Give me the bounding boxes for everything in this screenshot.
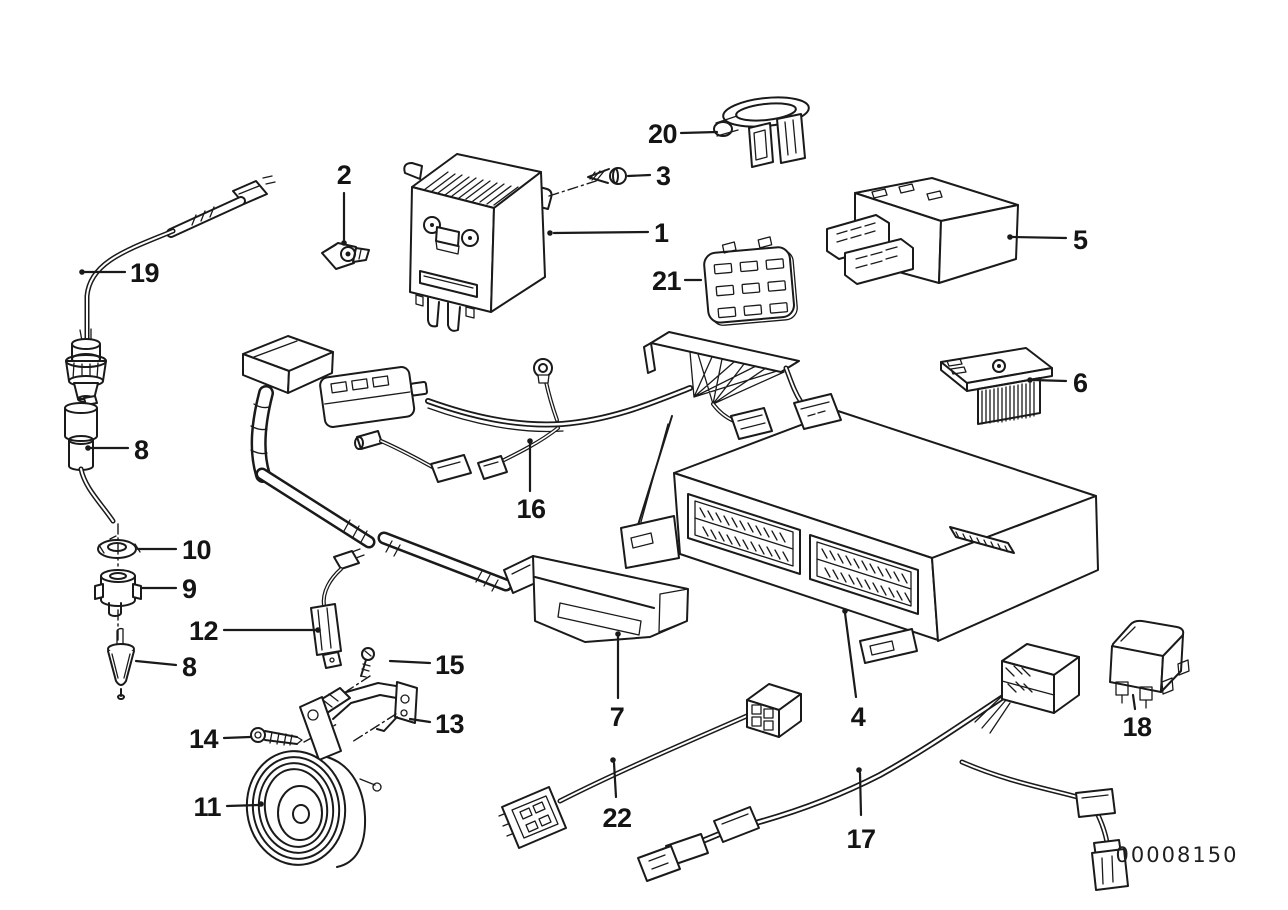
callout-label: 8 [134, 435, 149, 465]
callout-label: 20 [648, 119, 677, 149]
callout-20: 20 [648, 119, 719, 149]
part-17-harness [637, 643, 1129, 891]
part-21-grommet-plate [703, 236, 798, 326]
callout-3: 3 [626, 161, 672, 191]
callout-label: 12 [189, 616, 218, 646]
part-8-bulb [107, 627, 135, 700]
callout-17: 17 [846, 767, 876, 854]
callout-label: 22 [602, 803, 631, 833]
part-3-screw [587, 167, 627, 185]
part-12-inline-resistor [310, 548, 365, 669]
part-7-module [503, 555, 689, 643]
callout-label: 10 [182, 535, 211, 565]
part-4-control-unit-large [620, 410, 1099, 664]
callout-label: 3 [656, 161, 671, 191]
part-22-cable [498, 683, 802, 849]
callout-label: 21 [652, 266, 682, 296]
callout-label: 15 [435, 650, 465, 680]
callouts: 1 2 3 4 5 6 7 [79, 119, 1152, 854]
callout-label: 7 [610, 702, 625, 732]
callout-16: 16 [516, 438, 546, 524]
callout-18: 18 [1122, 693, 1152, 742]
callout-label: 9 [182, 574, 197, 604]
callout-label: 19 [130, 258, 160, 288]
part-6-board [940, 347, 1053, 425]
callout-21: 21 [652, 266, 703, 296]
part-19-sensor-cable [65, 175, 276, 410]
callout-label: 11 [193, 792, 221, 822]
callout-label: 2 [337, 160, 352, 190]
callout-19: 19 [79, 258, 160, 288]
callout-15: 15 [388, 650, 465, 680]
part-15-screw [346, 647, 375, 692]
callout-9: 9 [140, 574, 198, 604]
callout-label: 1 [654, 218, 669, 248]
callout-label: 18 [1122, 712, 1152, 742]
callout-14: 14 [189, 724, 252, 754]
callout-label: 8 [182, 652, 197, 682]
callout-label: 16 [516, 494, 546, 524]
part-20-holder [713, 96, 810, 168]
callout-label: 5 [1073, 225, 1088, 255]
callout-12: 12 [189, 616, 321, 646]
part-5-relay-box [826, 177, 1019, 285]
callout-label: 14 [189, 724, 219, 754]
callout-label: 4 [851, 702, 866, 732]
part-9-socket [94, 523, 142, 641]
callout-5: 5 [1007, 225, 1089, 255]
callout-7: 7 [610, 631, 625, 732]
part-10-clamp-ring [97, 535, 141, 559]
callout-11: 11 [193, 792, 264, 822]
part-16-wiring-harness [242, 331, 842, 592]
callout-label: 6 [1073, 368, 1088, 398]
part-13-horn-bracket [316, 681, 418, 743]
part-18-relay-small [1109, 619, 1190, 709]
callout-10: 10 [136, 535, 212, 565]
callout-1: 1 [547, 218, 670, 248]
part-8-cap [64, 395, 116, 524]
callout-2: 2 [337, 160, 352, 246]
callout-8-upper: 8 [85, 435, 150, 465]
callout-6: 6 [1027, 368, 1089, 398]
callout-4: 4 [842, 608, 866, 732]
callout-label: 13 [435, 709, 465, 739]
callout-8-lower: 8 [134, 652, 198, 682]
part-11-horn [245, 696, 382, 868]
part-14-bolt [250, 723, 338, 746]
part-1-control-unit [403, 153, 597, 332]
callout-label: 17 [846, 824, 875, 854]
callout-22: 22 [602, 757, 632, 833]
callout-13: 13 [408, 709, 465, 739]
diagram-id-code: 00008150 [1116, 843, 1239, 867]
part-2-sensor [321, 242, 370, 270]
